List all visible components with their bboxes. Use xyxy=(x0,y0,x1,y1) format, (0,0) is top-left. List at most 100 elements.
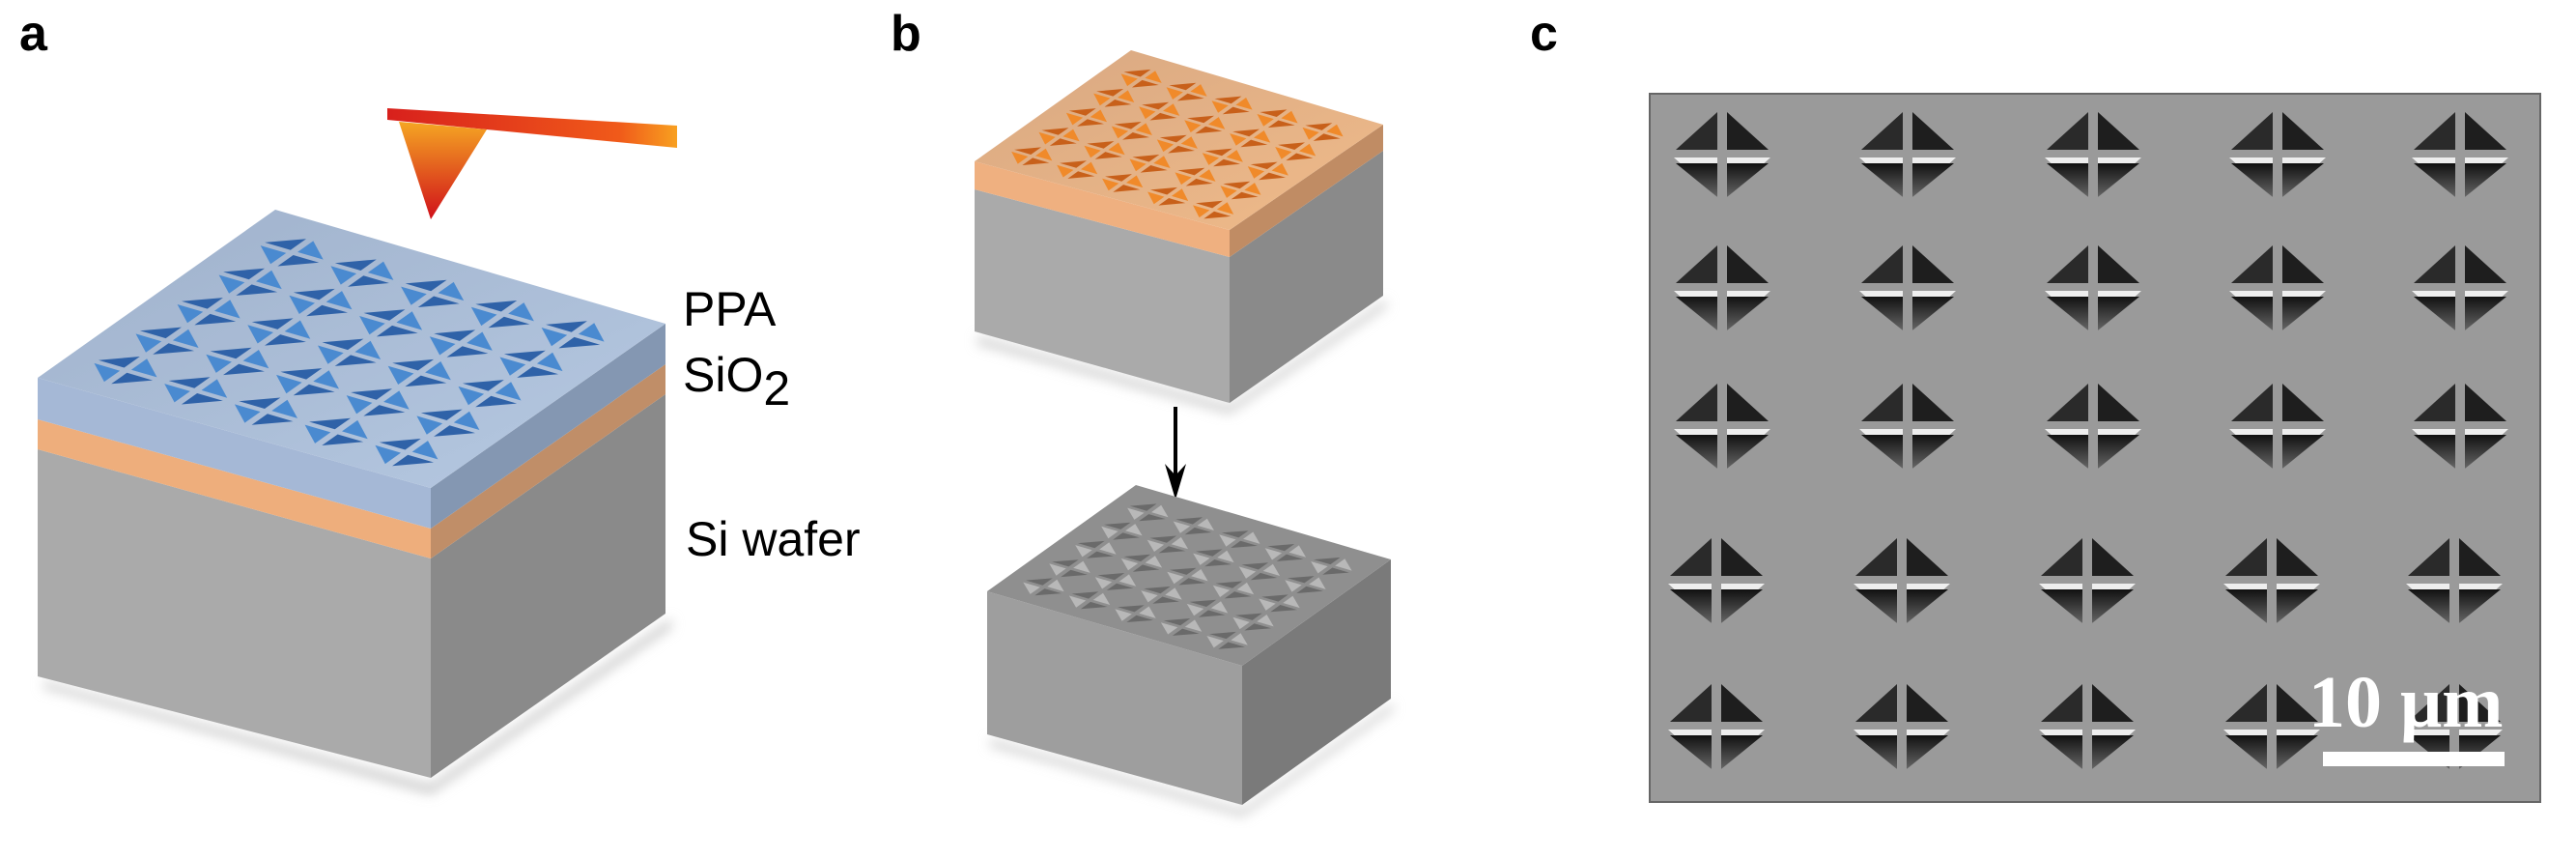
sem-feature-triangle xyxy=(2047,435,2088,469)
pattern-feature-triangle xyxy=(536,352,563,372)
pattern-feature-triangle xyxy=(342,419,368,440)
sem-feature-triangle xyxy=(1670,538,1712,576)
sem-feature-triangle xyxy=(1727,384,1769,421)
pattern-feature-triangle xyxy=(1204,559,1231,567)
sem-feature-triangle xyxy=(1670,735,1712,769)
pattern-feature-triangle xyxy=(1163,103,1180,116)
pattern-feature-triangle xyxy=(1257,114,1274,127)
sem-feature-triangle xyxy=(2098,384,2139,421)
pattern-feature-triangle xyxy=(1080,601,1108,610)
pattern-feature-triangle xyxy=(411,441,439,460)
pattern-feature-triangle xyxy=(1078,540,1105,549)
pattern-feature-triangle xyxy=(578,323,605,342)
sem-feature-triangle xyxy=(2047,297,2088,330)
sem-feature-triangle xyxy=(1727,435,1769,469)
pattern-feature-triangle xyxy=(1261,594,1288,602)
sem-feature-triangle xyxy=(2277,684,2318,722)
pattern-feature-triangle xyxy=(420,409,463,420)
pattern-feature-triangle xyxy=(1175,172,1192,186)
pattern-feature-triangle xyxy=(1132,155,1160,162)
pattern-feature-triangle xyxy=(1206,636,1224,648)
pattern-feature-triangle xyxy=(1114,122,1142,129)
pattern-feature-triangle xyxy=(98,357,140,368)
pattern-feature-triangle xyxy=(1221,530,1249,538)
pattern-feature-triangle xyxy=(1147,191,1165,205)
sem-feature-triangle xyxy=(2098,297,2139,330)
pattern-feature-triangle xyxy=(206,354,232,373)
pattern-feature-triangle xyxy=(1105,174,1132,182)
pattern-feature-triangle xyxy=(1187,115,1214,124)
sem-feature-triangle xyxy=(1912,297,1954,330)
sem-feature-triangle xyxy=(2231,435,2273,469)
pattern-feature-triangle xyxy=(1014,147,1041,155)
pattern-feature-triangle xyxy=(1094,152,1122,159)
pattern-feature-triangle xyxy=(1176,93,1204,101)
pattern-feature-triangle xyxy=(1184,619,1203,632)
pattern-feature-triangle xyxy=(429,336,456,356)
pattern-feature-triangle xyxy=(392,358,435,371)
sem-feature-triangle xyxy=(2231,384,2273,421)
scale-bar xyxy=(2323,752,2505,766)
pattern-feature-triangle xyxy=(1313,133,1341,141)
pattern-feature-triangle xyxy=(1149,535,1177,543)
pattern-feature-triangle xyxy=(210,347,252,359)
sem-feature-triangle xyxy=(2047,245,2088,283)
pattern-feature-triangle xyxy=(334,355,377,366)
pattern-feature-triangle xyxy=(1106,583,1134,590)
pattern-feature-triangle xyxy=(1071,591,1099,599)
sem-feature-triangle xyxy=(2277,589,2318,623)
pattern-feature-triangle xyxy=(1145,71,1162,83)
pattern-feature-triangle xyxy=(1216,202,1234,215)
pattern-feature-triangle xyxy=(247,325,273,344)
pattern-feature-triangle xyxy=(1129,503,1157,511)
arrow-head xyxy=(1165,464,1186,500)
resist-side-face xyxy=(1230,125,1383,257)
sem-feature-triangle xyxy=(1907,538,1948,576)
pattern-feature-triangle xyxy=(280,368,323,380)
pattern-feature-triangle xyxy=(401,286,427,305)
pattern-feature-triangle xyxy=(1146,539,1165,552)
sem-feature-triangle xyxy=(1861,163,1903,197)
pattern-feature-triangle xyxy=(1142,101,1170,110)
pattern-feature-triangle xyxy=(1038,131,1056,145)
pattern-feature-triangle xyxy=(1118,90,1135,102)
sem-feature-triangle xyxy=(1855,735,1897,769)
pattern-feature-triangle xyxy=(1250,572,1278,581)
sem-feature-triangle xyxy=(2465,384,2506,421)
sem-feature-triangle xyxy=(2092,538,2134,576)
sem-feature-triangle xyxy=(2465,112,2506,150)
pattern-feature-triangle xyxy=(1127,507,1145,520)
pattern-feature-triangle xyxy=(1285,580,1302,592)
pattern-feature-triangle xyxy=(1120,558,1139,571)
pattern-feature-triangle xyxy=(1034,588,1062,596)
pattern-feature-triangle xyxy=(1309,577,1326,589)
sem-feature-triangle xyxy=(1721,538,1763,576)
pattern-feature-triangle xyxy=(1160,622,1178,635)
pattern-feature-triangle xyxy=(546,321,587,332)
pattern-feature-triangle xyxy=(251,414,294,425)
pattern-feature-triangle xyxy=(1214,96,1242,104)
pattern-feature-triangle xyxy=(383,390,410,410)
pattern-feature-triangle xyxy=(309,417,351,430)
pattern-feature-triangle xyxy=(1061,569,1088,578)
pattern-feature-triangle xyxy=(1141,590,1158,603)
sem-feature-triangle xyxy=(2047,163,2088,197)
sem-feature-triangle xyxy=(1855,538,1897,576)
pattern-feature-triangle xyxy=(1262,563,1281,576)
pattern-feature-triangle xyxy=(392,454,434,467)
pattern-feature-triangle xyxy=(1223,181,1251,189)
pattern-feature-triangle xyxy=(1057,164,1074,178)
sem-feature-triangle xyxy=(1676,163,1717,197)
pattern-feature-triangle xyxy=(1122,132,1149,140)
sem-feature-triangle xyxy=(2041,684,2082,722)
pattern-feature-triangle xyxy=(297,241,324,260)
si-wafer-side-face xyxy=(431,394,665,778)
pattern-feature-triangle xyxy=(306,304,348,317)
ppa-pattern-array xyxy=(94,239,605,467)
pattern-feature-triangle xyxy=(322,434,364,445)
layer-label-ppa: PPA xyxy=(683,282,777,336)
pattern-feature-triangle xyxy=(313,370,339,389)
pattern-feature-triangle xyxy=(517,366,559,378)
ppa-top-face xyxy=(38,210,665,488)
sio2-side-face xyxy=(431,364,665,558)
